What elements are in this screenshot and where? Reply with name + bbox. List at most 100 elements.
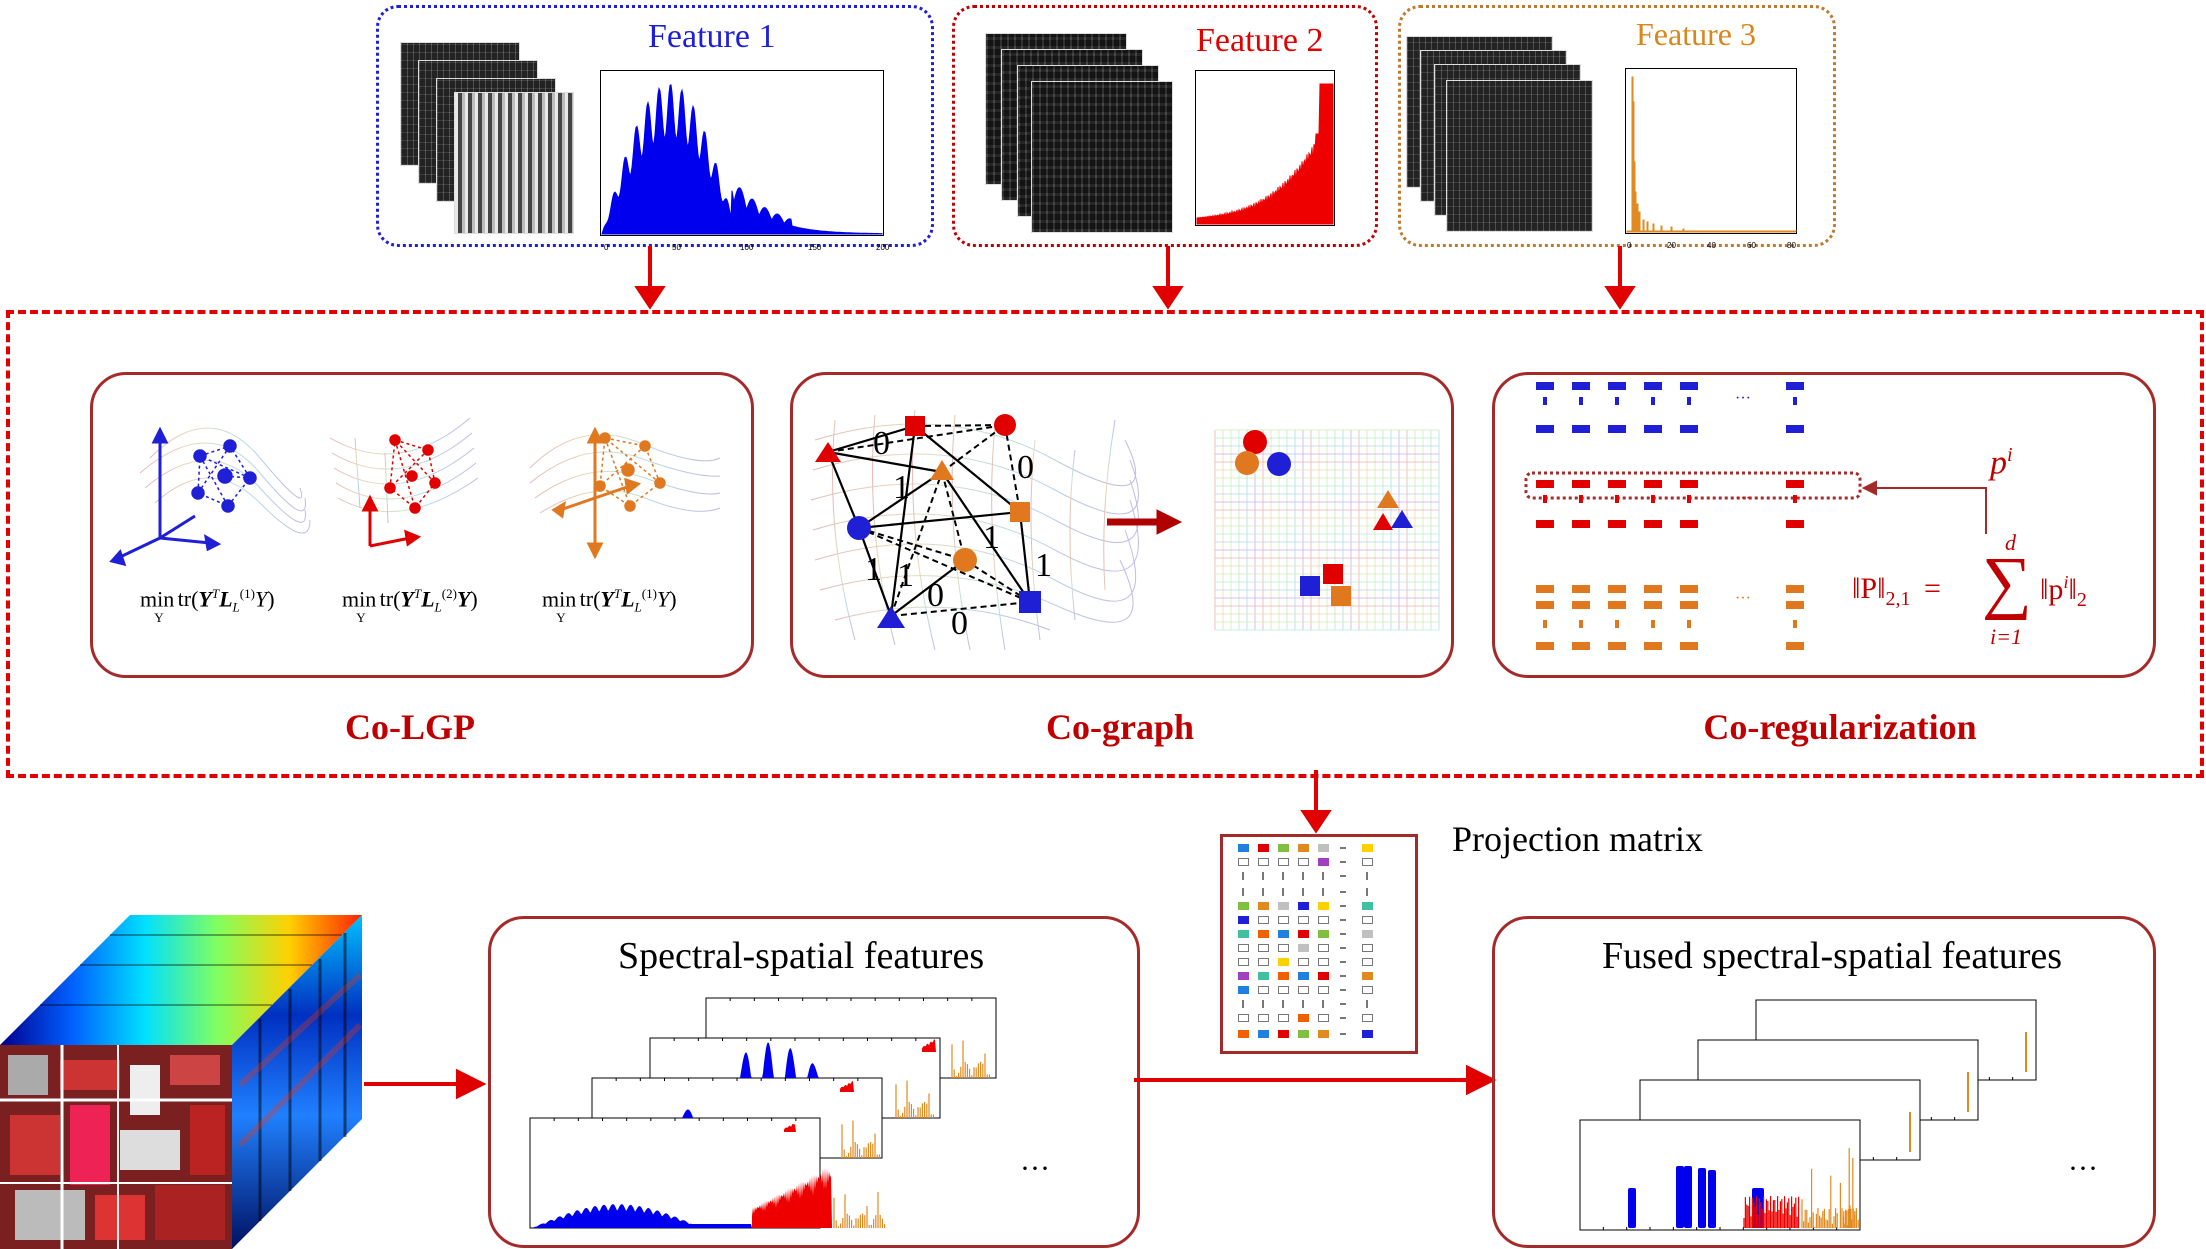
pi-arrow xyxy=(1861,480,1987,534)
coef-bar xyxy=(1786,642,1804,650)
manifold-3 xyxy=(529,434,721,518)
coef-bar xyxy=(1536,601,1554,609)
projection-cell xyxy=(1278,844,1289,852)
coef-bar xyxy=(1644,520,1662,528)
coef-bar xyxy=(1687,397,1691,405)
norm-rhs-p: ‖p xyxy=(2040,573,2064,606)
f1-tick: 150 xyxy=(808,243,822,252)
coef-bar xyxy=(1608,642,1626,650)
fused-title: Fused spectral-spatial features xyxy=(1602,935,2063,977)
container-down-arrow xyxy=(1300,770,1332,834)
axes-3 xyxy=(551,426,642,560)
coef-bar xyxy=(1644,601,1662,609)
coef-bar xyxy=(1793,620,1797,628)
projection-cell xyxy=(1366,872,1368,880)
projection-cell xyxy=(1278,916,1289,924)
coef-bar xyxy=(1543,397,1547,405)
projection-cell xyxy=(1318,916,1329,924)
edge-label: 0 xyxy=(927,577,944,614)
cube-to-spectral-arrow xyxy=(364,1068,487,1100)
projection-cell xyxy=(1362,1030,1373,1038)
formula-min: min xyxy=(342,586,377,612)
projection-cell xyxy=(1322,1000,1324,1008)
manifold-3-points xyxy=(594,432,666,512)
red-spectrum xyxy=(752,1168,832,1228)
projection-cell xyxy=(1242,872,1244,880)
pi-label-p: p xyxy=(1990,444,2007,482)
node-triangle-red xyxy=(815,442,841,462)
projection-cell xyxy=(1258,972,1269,980)
projection-cell xyxy=(1298,916,1309,924)
projection-cell xyxy=(1366,888,1368,896)
fused-plots xyxy=(1579,999,2037,1231)
projection-cell xyxy=(1278,986,1289,994)
projection-cell xyxy=(1238,930,1249,938)
red-spectrum xyxy=(784,1123,796,1132)
projection-cell xyxy=(1340,861,1346,863)
projection-cell xyxy=(1318,972,1329,980)
blue-bar xyxy=(1684,1166,1692,1228)
projection-cell xyxy=(1340,875,1346,877)
selected-row-frame xyxy=(1524,471,1862,500)
norm-lhs-sub: 2,1 xyxy=(1885,588,1911,610)
cograph-title: Co-graph xyxy=(1045,707,1194,747)
coef-bar xyxy=(1608,480,1626,488)
edge-label: 0 xyxy=(1017,449,1034,486)
projection-cell xyxy=(1362,1014,1373,1022)
colgp-formula-3: minYtr(YTLL(1)Y) xyxy=(542,586,677,625)
coreg-dots-blue: ··· xyxy=(1735,390,1751,407)
feature2-image-stack xyxy=(985,33,1175,233)
pi-label-sup: i xyxy=(2007,444,2013,466)
coef-bar xyxy=(1572,601,1590,609)
formula-y: Y xyxy=(600,586,614,612)
coef-bar xyxy=(1579,397,1583,405)
coef-bar xyxy=(1651,620,1655,628)
norm-rhs-close: ‖ xyxy=(2068,573,2077,606)
pi-label: pi xyxy=(1990,444,2013,482)
projection-cell xyxy=(1302,872,1304,880)
formula-min: min xyxy=(542,586,577,612)
projection-cell xyxy=(1262,872,1264,880)
coef-bar xyxy=(1536,425,1554,433)
feature2-box xyxy=(952,5,1378,247)
node-square-orange xyxy=(1010,502,1030,522)
coef-bar xyxy=(1615,495,1619,503)
projection-cell xyxy=(1340,891,1346,893)
colgp-formula-2: minYtr(YTLL(2)Y) xyxy=(342,586,478,625)
coef-bar xyxy=(1536,642,1554,650)
formula-y-end: Y xyxy=(456,586,471,612)
blue-spectrum xyxy=(532,1204,752,1228)
coreg-dots-orange: ··· xyxy=(1735,590,1751,607)
projection-cell xyxy=(1278,858,1289,866)
f3-tick: 40 xyxy=(1707,241,1716,250)
edge-label: 1 xyxy=(897,557,914,594)
manifold-2 xyxy=(329,417,479,526)
projection-cell xyxy=(1340,905,1346,907)
projection-cell xyxy=(1258,1014,1269,1022)
projection-cell xyxy=(1238,1014,1249,1022)
node-circle-red xyxy=(994,414,1016,436)
formula-l-sub: L xyxy=(434,599,442,615)
projection-cell xyxy=(1298,1030,1309,1038)
formula-min-sub: Y xyxy=(556,609,566,625)
f1-tick: 50 xyxy=(672,243,681,252)
norm-lhs: ‖P‖ xyxy=(1852,572,1886,605)
edge-label: 1 xyxy=(865,551,882,588)
projection-cell xyxy=(1278,930,1289,938)
red-spectrum xyxy=(840,1081,854,1092)
spectral-ellipsis: ··· xyxy=(1020,1152,1050,1185)
coef-bar xyxy=(1579,620,1583,628)
projection-cell xyxy=(1298,944,1309,952)
projection-cell xyxy=(1238,902,1249,910)
projection-cell xyxy=(1298,958,1309,966)
red-spectrum xyxy=(922,1039,936,1052)
projection-cell xyxy=(1298,858,1309,866)
formula-l: L xyxy=(421,586,435,612)
coef-bar xyxy=(1608,585,1626,593)
feature-arrows xyxy=(634,246,1636,310)
projection-matrix-cells xyxy=(1238,844,1398,1044)
projection-cell xyxy=(1258,844,1269,852)
hyperspectral-cube xyxy=(0,915,363,1249)
colgp-title: Co-LGP xyxy=(345,707,475,747)
